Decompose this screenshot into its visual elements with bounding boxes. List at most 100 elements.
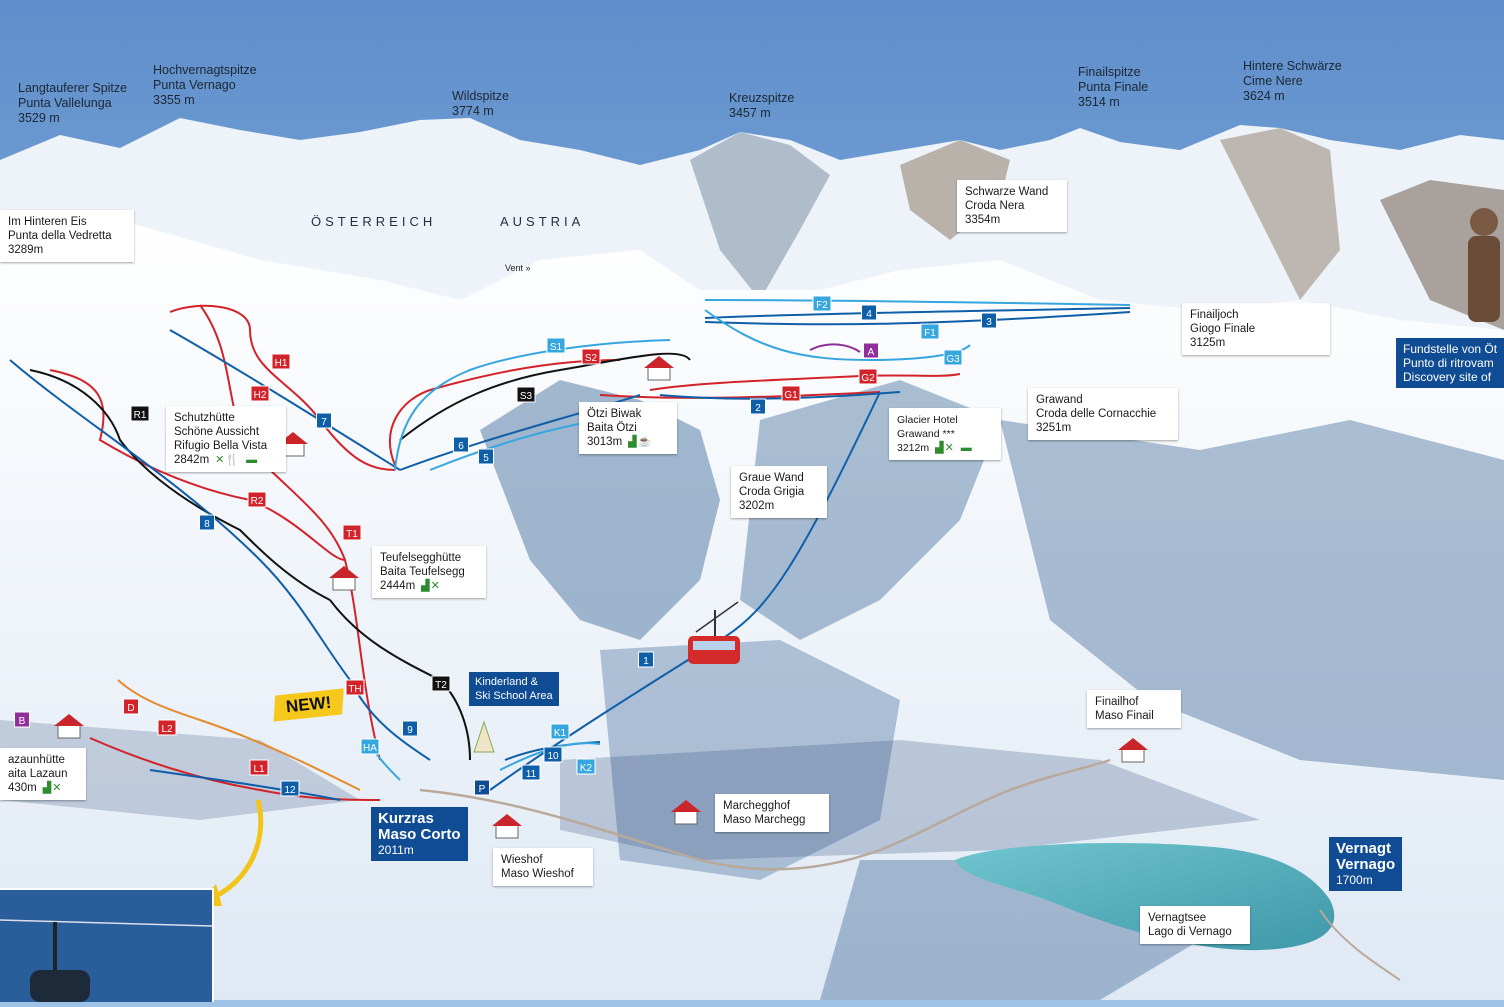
peak-label-hochvernagt: Hochvernagtspitze Punta Vernago 3355 m xyxy=(153,63,257,108)
hut-icon xyxy=(492,814,522,839)
info-line: Finailjoch xyxy=(1190,309,1239,321)
hut-icon xyxy=(54,714,84,739)
run-marker-label: R2 xyxy=(251,496,264,507)
peak-label-finailspitze: Finailspitze Punta Finale 3514 m xyxy=(1078,65,1148,110)
run-marker-label: 9 xyxy=(407,725,413,736)
peak-elevation: 3355 m xyxy=(153,93,195,107)
run-marker-label: T2 xyxy=(435,680,447,691)
peak-label-kreuzspitze: Kreuzspitze 3457 m xyxy=(729,91,794,121)
run-marker-label: 7 xyxy=(321,417,327,428)
info-elevation-row: 3212m▟✕▬ xyxy=(897,441,993,455)
run-marker-s3: S3 xyxy=(516,386,536,403)
peak-elevation: 3457 m xyxy=(729,106,771,120)
hut-icon xyxy=(644,356,674,381)
run-marker-label: TH xyxy=(348,684,361,695)
peak-elevation: 3514 m xyxy=(1078,95,1120,109)
run-marker-label: T1 xyxy=(346,529,358,540)
run-marker-ha: HA xyxy=(360,738,380,755)
info-box-graue-wand: Graue Wand Croda Grigia 3202m xyxy=(731,466,827,518)
run-marker-label: D xyxy=(127,703,134,714)
run-marker-label: S2 xyxy=(585,353,598,364)
run-marker-s2: S2 xyxy=(581,348,601,365)
peak-alt-name: Punta Vallelunga xyxy=(18,96,112,110)
info-line: Schwarze Wand xyxy=(965,186,1049,198)
kurzras-alt-name: Maso Corto xyxy=(378,826,461,843)
run-marker-label: K1 xyxy=(554,728,567,739)
info-line: Teufelsegghütte xyxy=(380,552,462,564)
peak-label-hintere-schwaerze: Hintere Schwärze Cime Nere 3624 m xyxy=(1243,59,1342,104)
info-line: Finailhof xyxy=(1095,696,1139,708)
run-marker-r2: R2 xyxy=(247,491,267,508)
run-marker-t1: T1 xyxy=(342,524,362,541)
piste-line xyxy=(49,369,346,561)
discovery-line: Fundstelle von Öt xyxy=(1403,342,1498,356)
country-label-de: ÖSTERREICH xyxy=(311,214,437,229)
peak-elevation: 3624 m xyxy=(1243,89,1285,103)
hut-icon xyxy=(1118,738,1148,763)
restaurant-icon: ✕🍴 xyxy=(215,454,241,466)
run-marker-label: 11 xyxy=(526,769,537,780)
info-line: Baita Ötzi xyxy=(587,422,637,434)
run-marker-3: 3 xyxy=(981,312,997,329)
info-box-vernagtsee: Vernagtsee Lago di Vernago xyxy=(1140,906,1250,944)
vernagt-name: Vernagt xyxy=(1336,840,1392,857)
piste-line xyxy=(149,769,341,801)
info-line: Croda Grigia xyxy=(739,486,805,498)
info-box-hinteren-eis: Im Hinteren Eis Punta della Vedretta 328… xyxy=(0,210,134,262)
run-marker-label: H1 xyxy=(275,358,288,369)
info-line: Croda delle Cornacchie xyxy=(1036,408,1157,420)
kinderland-label: Kinderland & Ski School Area xyxy=(469,672,559,706)
info-elevation-row: 430m▟✕ xyxy=(8,781,78,795)
info-box-wieshof: Wieshof Maso Wieshof xyxy=(493,848,593,886)
info-elevation: 3013m xyxy=(587,436,623,448)
forest xyxy=(0,720,360,820)
run-marker-s1: S1 xyxy=(546,337,566,354)
piste-line xyxy=(394,339,671,471)
run-marker-11: 11 xyxy=(521,764,541,781)
piste-line xyxy=(199,304,381,761)
run-marker-k1: K1 xyxy=(550,723,570,740)
info-line: Marchegghof xyxy=(723,800,791,812)
vent-direction-label: Vent » xyxy=(505,263,531,273)
oetzi-statue-icon xyxy=(1468,208,1500,322)
run-marker-d: D xyxy=(123,698,139,715)
info-box-glacier-hotel: Glacier Hotel Grawand *** 3212m▟✕▬ xyxy=(889,408,1001,460)
discovery-line: Punto di ritrovam xyxy=(1403,356,1494,370)
run-marker-label: 12 xyxy=(284,785,296,796)
run-marker-k2: K2 xyxy=(576,758,596,775)
run-marker-9: 9 xyxy=(402,720,418,737)
hut-icon xyxy=(329,566,359,591)
run-marker-10: 10 xyxy=(543,746,563,763)
run-marker-h2: H2 xyxy=(250,385,270,402)
vernagt-label: Vernagt Vernago 1700m xyxy=(1329,837,1403,891)
info-line: Grawand *** xyxy=(897,428,955,440)
piste-line xyxy=(809,343,861,353)
info-elevation: 3212m xyxy=(897,442,930,454)
info-line: Maso Wieshof xyxy=(501,868,574,880)
run-marker-12: 12 xyxy=(280,780,300,797)
info-box-teufelsegg: Teufelsegghütte Baita Teufelsegg 2444m▟✕ xyxy=(372,546,486,598)
run-marker-th: TH xyxy=(345,679,365,696)
run-marker-b: B xyxy=(14,711,30,728)
run-marker-label: HA xyxy=(363,743,377,754)
run-marker-p: P xyxy=(474,779,490,796)
peak-alt-name: Punta Finale xyxy=(1078,80,1149,94)
info-line: Schöne Aussicht xyxy=(174,426,260,438)
info-box-marchegghof: Marchegghof Maso Marchegg xyxy=(715,794,829,832)
info-line: Baita Teufelsegg xyxy=(380,566,465,578)
piste-line xyxy=(704,311,1131,326)
run-marker-7: 7 xyxy=(316,412,332,429)
run-marker-label: S1 xyxy=(550,342,563,353)
piste-line xyxy=(29,369,331,601)
run-marker-label: F2 xyxy=(816,300,828,311)
discovery-site-box: Fundstelle von Öt Punto di ritrovam Disc… xyxy=(1396,338,1504,388)
info-box-oetzi-biwak: Ötzi Biwak Baita Ötzi 3013m▟☕ xyxy=(579,402,677,454)
info-elevation-row: 3013m▟☕ xyxy=(587,435,669,449)
info-elevation: 3202m xyxy=(739,500,775,512)
teepee-icon xyxy=(473,720,495,753)
kinderland-line: Kinderland & xyxy=(475,676,538,688)
peak-elevation: 3529 m xyxy=(18,111,60,125)
info-line: Maso Finail xyxy=(1095,710,1154,722)
rock-shade xyxy=(690,132,830,300)
piste-line xyxy=(659,391,901,400)
